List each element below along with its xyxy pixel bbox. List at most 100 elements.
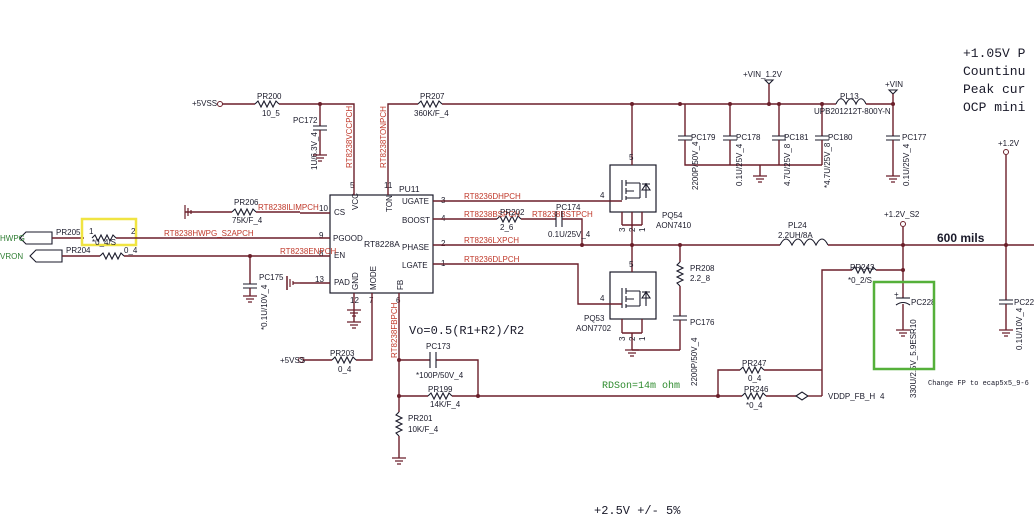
pc180-ref: PC180 (828, 133, 853, 142)
pc22x-ref: PC22 (1014, 298, 1034, 307)
pl13-val: UPB201212T-800Y-N (814, 107, 891, 116)
pr204-val: 0_4 (124, 246, 138, 255)
pr207-ref: PR207 (420, 92, 445, 101)
pr206-val: 75K/F_4 (232, 216, 263, 225)
note-formula: Vo=0.5(R1+R2)/R2 (409, 324, 524, 338)
pc178-ref: PC178 (736, 133, 761, 142)
net-ilim: RT8238ILIMPCH (258, 203, 319, 212)
pr203-val: 0_4 (338, 365, 352, 374)
pin-cs-label: CS (334, 208, 345, 217)
pr202-ref: PR202 (500, 208, 525, 217)
pc180-val: *4.7U/25V_8 (823, 142, 832, 188)
pr202-val: 2_6 (500, 223, 514, 232)
pc176-val: 2200P/50V_4 (690, 337, 699, 386)
pr208-val: 2.2_8 (690, 274, 711, 283)
note-vout-title: +1.05V P (963, 46, 1026, 61)
pin-num-pad: 13 (315, 275, 324, 284)
pq53-ref: PQ53 (584, 314, 605, 323)
pr204-ref: PR204 (66, 246, 91, 255)
pc172-val: 1U/6.3V_4 (310, 132, 319, 170)
pq53-val: AON7702 (576, 324, 612, 333)
pc177-val: 0.1U/25V_4 (902, 143, 911, 186)
pin-phase-label: PHASE (402, 243, 429, 252)
pin-gnd-label: GND (351, 272, 360, 290)
green-highlight-box (872, 280, 936, 371)
port-vron: VRON (0, 252, 23, 261)
pin-num-cs: 10 (319, 204, 328, 213)
pc22x-val: 0.1U/10V_4 (1015, 307, 1024, 350)
pc228-ref: PC228 (911, 298, 936, 307)
mosfet-pq53[interactable] (609, 271, 657, 320)
note-rdson: RDSon=14m ohm (602, 380, 680, 392)
pc228-val: 330U/2.5V_5.9ESR10 (909, 319, 918, 398)
pq54-ref: PQ54 (662, 211, 683, 220)
pl24-ref: PL24 (788, 221, 807, 230)
pc176-ref: PC176 (690, 318, 715, 327)
note-ocp: OCP mini (963, 100, 1026, 115)
pr247-ref: PR247 (742, 359, 767, 368)
pin-num-phase: 2 (441, 239, 446, 248)
net-bs: RT8238BSPCH (464, 210, 520, 219)
ic-part: RT8228A (364, 239, 400, 249)
pr243-val: *0_2/S (848, 276, 872, 285)
pc178-val: 0.1U/25V_4 (735, 143, 744, 186)
rail-vin-12: +VIN_1.2V (743, 70, 783, 79)
net-dl: RT8236DLPCH (464, 255, 520, 264)
port-vddp-fb: VDDP_FB_H (828, 392, 875, 401)
pr201-ref: PR201 (408, 414, 433, 423)
note-peak: Peak cur (963, 82, 1025, 97)
note-tolerance: +2.5V +/- 5% (594, 504, 681, 516)
pr205-pin1: 1 (89, 227, 94, 236)
change-note: Change FP to ecap5x5_9-6 (928, 380, 1029, 388)
pq53-s1-pin: 3 (618, 336, 627, 341)
rail-5vss-b: +5VSS (280, 356, 305, 365)
pc179-val: 2200P/50V_4 (691, 141, 700, 190)
net-hwpg: RT8238HWPG_S2APCH (164, 229, 254, 238)
pr199-ref: PR199 (428, 385, 453, 394)
pr247-val: 0_4 (748, 374, 762, 383)
pc173-ref: PC173 (426, 342, 451, 351)
pin-vcc-label: VCC (351, 193, 360, 210)
pin-mode-label: MODE (369, 266, 378, 290)
pc173-val: *100P/50V_4 (416, 371, 464, 380)
pin-ugate-label: UGATE (402, 197, 429, 206)
pin-num-vcc: 5 (350, 181, 355, 190)
pr243-ref: PR243 (850, 263, 875, 272)
pr201-val: 10K/F_4 (408, 425, 439, 434)
net-lx: RT8236LXPCH (464, 236, 519, 245)
mosfet-pq54[interactable] (609, 164, 657, 213)
pq53-g-pin: 4 (600, 294, 605, 303)
net-ton: RT8238TONPCH (379, 106, 388, 168)
pc181-val: 4.7U/25V_8 (783, 143, 792, 186)
pq54-s2-pin: 2 (628, 227, 637, 232)
pr205-ref: PR205 (56, 228, 81, 237)
pr205-pin2: 2 (131, 227, 136, 236)
pr246-ref: PR246 (744, 385, 769, 394)
pr205-val: *0_4/S (92, 238, 116, 247)
pr207-val: 360K/F_4 (414, 109, 449, 118)
net-dh: RT8236DHPCH (464, 192, 521, 201)
pr203-ref: PR203 (330, 349, 355, 358)
pc175-val: *0.1U/10V_4 (260, 284, 269, 330)
pin-num-gnd: 12 (350, 296, 359, 305)
net-vcc: RT8238VCCPCH (345, 106, 354, 168)
pc228-plus: + (894, 290, 899, 299)
net-en: RT8238ENPCH (280, 247, 337, 256)
pin-lgate-label: LGATE (402, 261, 428, 270)
rail-vin: +VIN (885, 80, 903, 89)
pin-ton-label: TON (385, 195, 394, 212)
pq54-d-pin: 5 (629, 153, 634, 162)
rail-5vss-a: +5VSS (192, 99, 217, 108)
pin-pgood-label: PGOOD (333, 234, 363, 243)
pl24-val: 2.2UH/8A (778, 231, 813, 240)
pq53-s3-pin: 1 (638, 336, 647, 341)
pin-num-en: 8 (319, 249, 324, 258)
pq53-d-pin: 5 (629, 260, 634, 269)
pr206-ref: PR206 (234, 198, 259, 207)
pc179-ref: PC179 (691, 133, 716, 142)
pr200-ref: PR200 (257, 92, 282, 101)
ic-pu11[interactable]: PU11 RT8228A CS PGOOD EN PAD UGATE BOOST… (329, 184, 434, 294)
net-fb: RT8238FBPCH (390, 302, 399, 358)
pin-num-pgood: 9 (319, 231, 324, 240)
rail-12v-s2: +1.2V_S2 (884, 210, 920, 219)
